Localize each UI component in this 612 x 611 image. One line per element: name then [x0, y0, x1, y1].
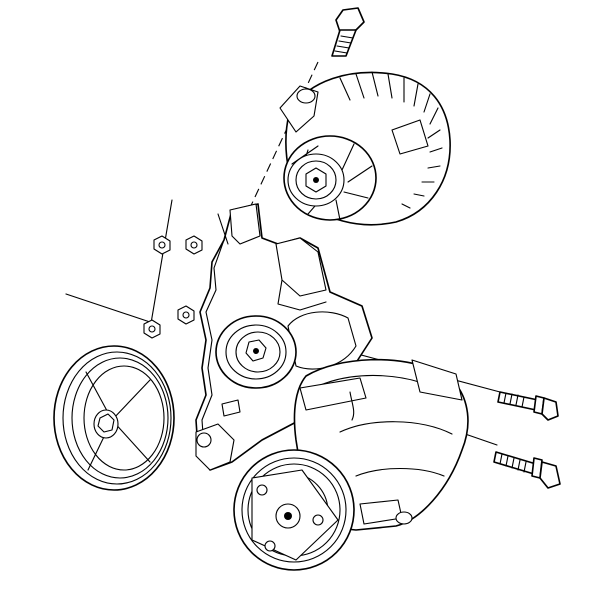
- generator-mount-hole: [296, 88, 316, 104]
- bracket-generator-ear: [229, 203, 261, 245]
- bolt-shank-upper: [331, 29, 357, 57]
- clutch-pulley-groove-1: [241, 457, 347, 563]
- generator-cooling-fins-top: [339, 71, 439, 125]
- leader-line-upper: [148, 199, 173, 336]
- idler-pulley-center: [253, 348, 259, 354]
- crank-pulley-groove-2: [71, 357, 169, 479]
- bolt-head-upper: [335, 7, 365, 33]
- bracket-small-tab: [221, 399, 241, 417]
- crankshaft-pulley: [53, 345, 175, 491]
- compressor-upper-ear: [411, 359, 463, 401]
- crank-pulley-groove-1: [62, 351, 172, 485]
- compressor-front-ear: [299, 377, 367, 411]
- bolt-head-right-lower: [539, 461, 561, 489]
- nut-2: [185, 235, 203, 255]
- idler-pulley: [215, 311, 357, 389]
- idler-pulley-hub: [235, 331, 281, 373]
- compressor-fitting: [395, 511, 413, 525]
- clutch-rivet-1: [256, 484, 268, 496]
- nut-1: [153, 235, 171, 255]
- bolt-head-right-upper: [541, 397, 559, 421]
- bracket-nuts: [143, 235, 203, 339]
- bolt-thread-upper: [334, 35, 354, 54]
- generator-cooling-fins-side: [401, 129, 443, 209]
- leader-line-left: [65, 293, 151, 323]
- bracket-edge-upper: [217, 213, 229, 245]
- bolt-thread-right-lower: [499, 453, 527, 473]
- compressor-detail-line: [349, 391, 355, 421]
- generator-rear-terminal: [391, 119, 429, 155]
- generator: [279, 71, 451, 226]
- compressor-bolt-upper: [497, 391, 559, 421]
- compressor-clutch: [233, 449, 355, 571]
- compressor-rib-3: [355, 467, 445, 477]
- clutch-center-bolt: [284, 512, 292, 520]
- crank-pulley-spokes: [85, 371, 151, 471]
- bolt-thread-right-upper: [503, 392, 525, 408]
- compressor-rib-2: [339, 421, 453, 435]
- nut-3: [177, 305, 195, 325]
- bracket-web-lower: [277, 279, 327, 311]
- idler-pulley-groove: [225, 324, 287, 380]
- nut-4: [143, 319, 161, 339]
- generator-shaft: [313, 177, 319, 183]
- upper-generator-bolt: [331, 7, 365, 57]
- clutch-rivet-3: [264, 540, 276, 552]
- generator-pulley-groove: [295, 160, 337, 200]
- compressor-bolt-lower: [493, 451, 561, 489]
- bracket-lower-bolt-head: [196, 432, 212, 448]
- idler-mount-arm: [287, 311, 357, 370]
- crank-pulley-bolt: [97, 413, 115, 433]
- clutch-rivet-2: [312, 514, 324, 526]
- crank-pulley-face: [83, 365, 165, 471]
